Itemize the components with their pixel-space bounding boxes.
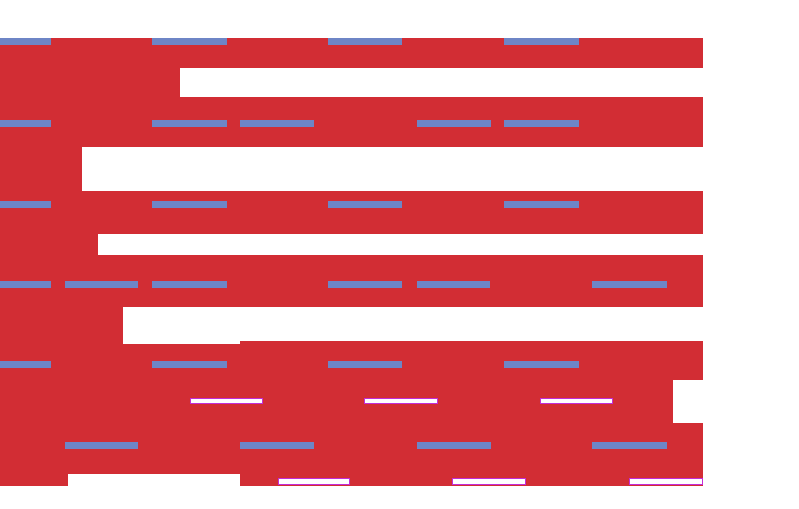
blue-bar	[65, 281, 138, 288]
blue-bar	[328, 201, 402, 208]
blue-bar	[504, 361, 579, 368]
blue-bar	[592, 281, 667, 288]
blue-bar	[152, 361, 227, 368]
blue-bar	[504, 201, 579, 208]
magenta-outline-bar	[629, 478, 703, 485]
white-gap	[98, 234, 703, 255]
blue-bar	[0, 281, 51, 288]
white-gap	[123, 341, 240, 344]
blue-bar	[504, 38, 579, 45]
white-gap	[68, 474, 240, 486]
magenta-outline-bar	[190, 398, 263, 404]
blue-bar	[0, 201, 51, 208]
blue-bar	[328, 281, 402, 288]
white-gap	[180, 68, 703, 97]
blue-bar	[152, 281, 227, 288]
white-gap	[673, 380, 703, 423]
blue-bar	[504, 120, 579, 127]
blue-bar	[0, 120, 51, 127]
blue-bar	[417, 120, 491, 127]
blue-bar	[328, 38, 402, 45]
blue-bar	[417, 281, 490, 288]
blue-bar	[152, 120, 227, 127]
blue-bar	[417, 442, 491, 449]
blue-bar	[240, 442, 314, 449]
blue-bar	[328, 361, 402, 368]
red-base-block	[0, 38, 703, 486]
blue-bar	[65, 442, 138, 449]
blue-bar	[592, 442, 667, 449]
magenta-outline-bar	[278, 478, 350, 485]
magenta-outline-bar	[540, 398, 613, 404]
blue-bar	[0, 361, 51, 368]
blue-bar	[0, 38, 51, 45]
white-gap	[123, 307, 703, 341]
blue-bar	[240, 120, 314, 127]
magenta-outline-bar	[364, 398, 438, 404]
magenta-outline-bar	[452, 478, 526, 485]
blue-bar	[152, 38, 227, 45]
white-gap	[82, 147, 703, 191]
blue-bar	[152, 201, 227, 208]
